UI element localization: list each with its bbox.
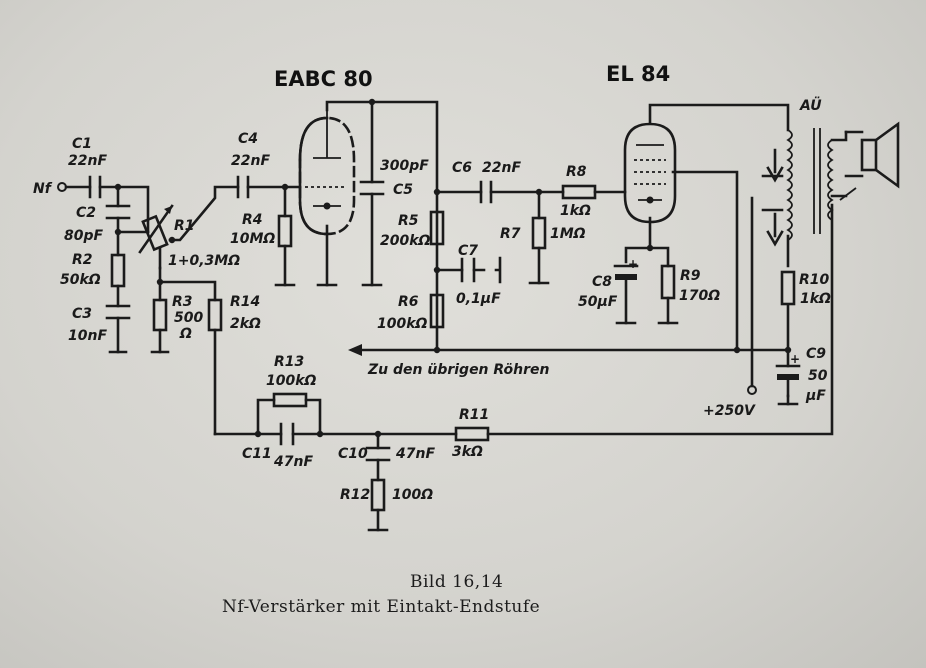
value-r1: 1+0,3MΩ bbox=[168, 253, 240, 269]
label-c3: C3 bbox=[72, 306, 92, 322]
label-supply: +250V bbox=[703, 403, 756, 419]
component-labels: Nf C1 22nF C2 80pF R2 50kΩ C3 10nF R1 1+… bbox=[33, 96, 831, 503]
value-c9-num: 50 bbox=[808, 368, 828, 384]
output-transformer bbox=[761, 128, 857, 247]
value-c1: 22nF bbox=[68, 153, 107, 169]
value-r11: 3kΩ bbox=[452, 444, 483, 460]
label-c4: C4 bbox=[238, 131, 258, 147]
label-c5: C5 bbox=[393, 182, 413, 198]
speaker-icon bbox=[844, 121, 900, 189]
label-c1: C1 bbox=[72, 136, 92, 152]
value-c3: 10nF bbox=[68, 328, 107, 344]
label-r5: R5 bbox=[398, 213, 419, 229]
tube-label-el84: EL 84 bbox=[606, 62, 670, 86]
label-r6: R6 bbox=[398, 294, 419, 310]
value-c4: 22nF bbox=[231, 153, 270, 169]
label-r14: R14 bbox=[230, 294, 260, 310]
resistor-symbols bbox=[110, 184, 796, 512]
label-r8: R8 bbox=[566, 164, 587, 180]
svg-text:+: + bbox=[628, 257, 638, 271]
value-c11: 47nF bbox=[273, 454, 313, 470]
label-au: AÜ bbox=[799, 96, 822, 114]
svg-text:+: + bbox=[790, 352, 800, 366]
caption-figure-number: Bild 16,14 bbox=[410, 572, 503, 592]
label-rail: Zu den übrigen Röhren bbox=[367, 362, 549, 378]
value-r14: 2kΩ bbox=[230, 316, 261, 332]
value-r9: 170Ω bbox=[679, 288, 720, 304]
junction-dots bbox=[114, 98, 792, 438]
value-r8: 1kΩ bbox=[560, 203, 591, 219]
label-r2: R2 bbox=[72, 252, 93, 268]
label-c2: C2 bbox=[76, 205, 96, 221]
wiring bbox=[57, 100, 848, 532]
value-c7: 0,1µF bbox=[456, 291, 501, 307]
value-c8: 50µF bbox=[578, 294, 618, 310]
value-r13: 100kΩ bbox=[266, 373, 317, 389]
value-r2: 50kΩ bbox=[60, 272, 101, 288]
value-c10: 47nF bbox=[395, 446, 435, 462]
label-r10: R10 bbox=[799, 272, 830, 288]
value-c9-unit: µF bbox=[805, 388, 826, 404]
value-c6: 22nF bbox=[482, 160, 521, 176]
tube-label-eabc80: EABC 80 bbox=[274, 67, 373, 91]
supply-terminal bbox=[747, 385, 757, 395]
value-c2: 80pF bbox=[64, 228, 104, 244]
label-r9: R9 bbox=[680, 268, 701, 284]
label-r12: R12 bbox=[340, 487, 370, 503]
value-r4: 10MΩ bbox=[230, 231, 275, 247]
label-c8: C8 bbox=[592, 274, 612, 290]
rail-arrow-icon bbox=[348, 344, 362, 356]
value-r3-num: 500 bbox=[174, 310, 203, 326]
label-r1: R1 bbox=[174, 218, 195, 234]
label-r3: R3 bbox=[172, 294, 193, 310]
label-c7: C7 bbox=[458, 243, 478, 259]
label-r11: R11 bbox=[459, 407, 489, 423]
value-r5: 200kΩ bbox=[380, 233, 431, 249]
value-r10: 1kΩ bbox=[800, 291, 831, 307]
capacitor-symbols: + + bbox=[88, 175, 801, 462]
label-r4: R4 bbox=[242, 212, 263, 228]
label-c11: C11 bbox=[242, 446, 272, 462]
label-c10: C10 bbox=[338, 446, 368, 462]
value-c5: 300pF bbox=[380, 158, 429, 174]
ground-symbols bbox=[108, 281, 799, 532]
tube-labels: EABC 80 EL 84 bbox=[274, 62, 670, 91]
value-r7: 1MΩ bbox=[550, 226, 586, 242]
label-c6: C6 bbox=[452, 160, 472, 176]
value-r12: 100Ω bbox=[392, 487, 433, 503]
label-r7: R7 bbox=[500, 226, 521, 242]
tube-el84 bbox=[623, 122, 677, 224]
label-c9: C9 bbox=[806, 346, 826, 362]
tube-eabc80 bbox=[298, 110, 356, 236]
label-r13: R13 bbox=[274, 354, 304, 370]
value-r6: 100kΩ bbox=[377, 316, 428, 332]
value-r3-unit: Ω bbox=[179, 326, 192, 342]
figure-caption: Bild 16,14 Nf-Verstärker mit Eintakt-End… bbox=[222, 572, 540, 617]
label-nf: Nf bbox=[33, 181, 53, 197]
caption-title: Nf-Verstärker mit Eintakt-Endstufe bbox=[222, 597, 540, 617]
